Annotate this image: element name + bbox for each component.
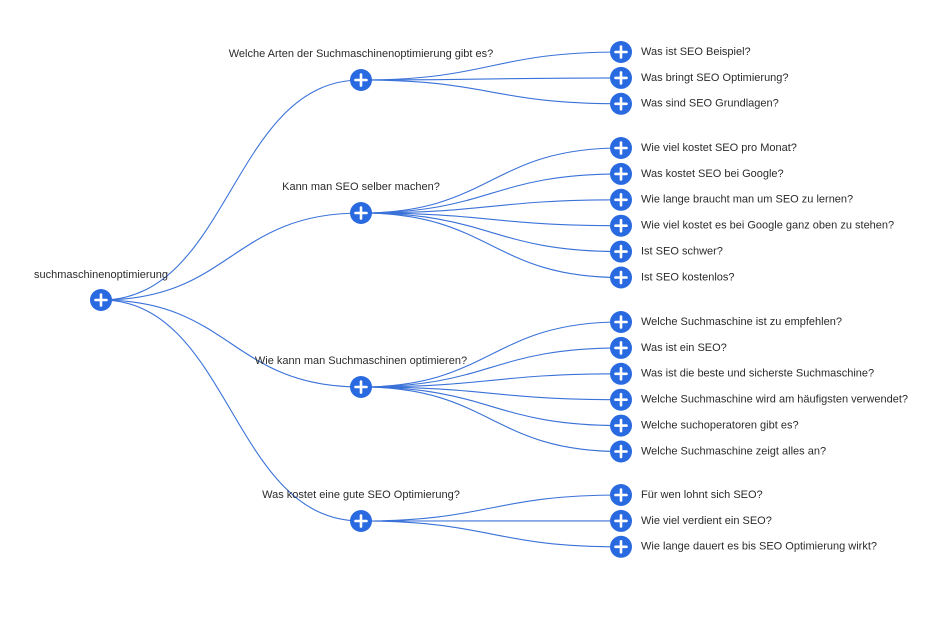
- link-q3-to-leaf-6: [360, 386, 622, 453]
- leaf-node-wie-viel-kostet-es-bei-google-ganz-oben-zu-stehe-expand-button[interactable]: [610, 214, 632, 237]
- plus-icon: [614, 392, 628, 407]
- leaf-node-welche-suchoperatoren-gibt-es-expand-button[interactable]: [610, 414, 632, 437]
- link-q4-to-leaf-1: [360, 494, 622, 522]
- leaf-label-welche-suchoperatoren-gibt-es: Welche suchoperatoren gibt es?: [641, 420, 799, 432]
- leaf-label-welche-suchmaschine-wird-am-haeufigsten-verwende: Welche Suchmaschine wird am häufigsten v…: [641, 394, 908, 406]
- leaf-node-was-sind-seo-grundlagen-expand-button[interactable]: [610, 92, 632, 115]
- leaf-node-ist-seo-schwer-expand-button[interactable]: [610, 240, 632, 263]
- leaf-label-wie-lange-braucht-man-um-seo-zu-lernen: Wie lange braucht man um SEO zu lernen?: [641, 194, 853, 206]
- plus-icon: [354, 514, 368, 528]
- link-q2-to-leaf-3: [360, 199, 622, 214]
- plus-icon: [614, 45, 628, 59]
- plus-icon: [614, 540, 628, 554]
- link-root-to-question-1: [100, 79, 362, 301]
- link-q1-to-leaf-3: [360, 79, 622, 105]
- link-q3-to-leaf-5: [360, 386, 622, 427]
- plus-icon: [354, 380, 368, 394]
- leaf-node-wie-viel-kostet-seo-pro-monat-expand-button[interactable]: [610, 137, 632, 159]
- plus-icon: [614, 97, 628, 111]
- plus-icon: [614, 514, 628, 528]
- leaf-label-welche-suchmaschine-zeigt-alles-an: Welche Suchmaschine zeigt alles an?: [641, 445, 826, 457]
- leaf-node-welche-suchmaschine-wird-am-haeufigsten-verwende-expand-button[interactable]: [610, 388, 632, 411]
- link-q3-to-leaf-4: [360, 386, 622, 401]
- leaf-node-was-ist-seo-beispiel-expand-button[interactable]: [610, 41, 632, 63]
- link-q4-to-leaf-3: [360, 520, 622, 548]
- plus-icon: [614, 71, 628, 85]
- leaf-node-was-bringt-seo-optimierung-expand-button[interactable]: [610, 66, 632, 89]
- leaf-label-welche-suchmaschine-ist-zu-empfehlen: Welche Suchmaschine ist zu empfehlen?: [641, 316, 842, 328]
- leaf-label-wie-viel-verdient-ein-seo: Wie viel verdient ein SEO?: [641, 515, 772, 527]
- leaf-label-ist-seo-kostenlos: Ist SEO kostenlos?: [641, 271, 735, 283]
- question-node-2-expand-button[interactable]: [350, 202, 372, 224]
- link-q2-to-leaf-6: [360, 212, 622, 279]
- plus-icon: [614, 488, 628, 502]
- leaf-node-was-ist-ein-seo-expand-button[interactable]: [610, 336, 632, 359]
- leaf-node-wie-viel-verdient-ein-seo-expand-button[interactable]: [610, 509, 632, 532]
- leaf-label-wie-viel-kostet-seo-pro-monat: Wie viel kostet SEO pro Monat?: [641, 142, 797, 154]
- plus-icon: [614, 270, 628, 285]
- plus-icon: [614, 418, 628, 433]
- plus-icon: [614, 315, 628, 329]
- link-root-to-question-2: [100, 212, 362, 301]
- link-q1-to-leaf-1: [360, 51, 622, 81]
- question-node-1-expand-button[interactable]: [350, 69, 372, 91]
- link-q1-to-leaf-2: [360, 77, 622, 81]
- tree-nodes: suchmaschinenoptimierung Welche Arten der…: [34, 41, 908, 558]
- leaf-label-was-ist-die-beste-und-sicherste-suchmaschine: Was ist die beste und sicherste Suchmasc…: [641, 368, 874, 380]
- question-node-3-label: Wie kann man Suchmaschinen optimieren?: [255, 355, 467, 367]
- root-node-label: suchmaschinenoptimierung: [34, 269, 168, 281]
- leaf-node-was-ist-die-beste-und-sicherste-suchmaschine-expand-button[interactable]: [610, 362, 632, 385]
- link-q2-to-leaf-4: [360, 212, 622, 227]
- leaf-node-ist-seo-kostenlos-expand-button[interactable]: [610, 266, 632, 289]
- plus-icon: [94, 293, 108, 307]
- leaf-node-wie-lange-dauert-es-bis-seo-optimierung-wirkt-expand-button[interactable]: [610, 535, 632, 558]
- plus-icon: [614, 444, 628, 459]
- link-q2-to-leaf-1: [360, 147, 622, 214]
- plus-icon: [614, 367, 628, 381]
- plus-icon: [354, 73, 368, 87]
- plus-icon: [614, 141, 628, 155]
- question-node-1-label: Welche Arten der Suchmaschinenoptimierun…: [229, 48, 494, 60]
- plus-icon: [614, 167, 628, 181]
- plus-icon: [614, 244, 628, 259]
- leaf-label-was-sind-seo-grundlagen: Was sind SEO Grundlagen?: [641, 98, 779, 110]
- leaf-label-was-bringt-seo-optimierung: Was bringt SEO Optimierung?: [641, 72, 789, 84]
- leaf-label-ist-seo-schwer: Ist SEO schwer?: [641, 246, 723, 258]
- plus-icon: [614, 218, 628, 233]
- question-node-4-expand-button[interactable]: [350, 510, 372, 532]
- question-node-4-label: Was kostet eine gute SEO Optimierung?: [262, 489, 460, 501]
- link-root-to-question-3: [100, 299, 362, 388]
- leaf-node-was-kostet-seo-bei-google-expand-button[interactable]: [610, 162, 632, 185]
- plus-icon: [614, 341, 628, 355]
- plus-icon: [614, 193, 628, 207]
- leaf-label-was-ist-ein-seo: Was ist ein SEO?: [641, 342, 727, 354]
- question-node-2-label: Kann man SEO selber machen?: [282, 181, 440, 193]
- tree-links: [100, 51, 622, 548]
- root-node-expand-button[interactable]: [90, 289, 112, 311]
- leaf-label-wie-lange-dauert-es-bis-seo-optimierung-wirkt: Wie lange dauert es bis SEO Optimierung …: [641, 541, 877, 553]
- leaf-label-wie-viel-kostet-es-bei-google-ganz-oben-zu-stehe: Wie viel kostet es bei Google ganz oben …: [641, 220, 894, 232]
- leaf-node-wie-lange-braucht-man-um-seo-zu-lernen-expand-button[interactable]: [610, 188, 632, 211]
- leaf-node-welche-suchmaschine-ist-zu-empfehlen-expand-button[interactable]: [610, 311, 632, 333]
- link-q3-to-leaf-2: [360, 347, 622, 388]
- link-q3-to-leaf-1: [360, 321, 622, 388]
- leaf-node-fuer-wen-lohnt-sich-seo-expand-button[interactable]: [610, 484, 632, 506]
- leaf-node-welche-suchmaschine-zeigt-alles-an-expand-button[interactable]: [610, 440, 632, 463]
- question-node-3-expand-button[interactable]: [350, 376, 372, 398]
- link-q3-to-leaf-3: [360, 373, 622, 388]
- plus-icon: [354, 206, 368, 220]
- leaf-label-was-kostet-seo-bei-google: Was kostet SEO bei Google?: [641, 168, 784, 180]
- link-q2-to-leaf-2: [360, 173, 622, 214]
- leaf-label-fuer-wen-lohnt-sich-seo: Für wen lohnt sich SEO?: [641, 489, 763, 501]
- link-root-to-question-4: [100, 299, 362, 522]
- leaf-label-was-ist-seo-beispiel: Was ist SEO Beispiel?: [641, 46, 751, 58]
- link-q2-to-leaf-5: [360, 212, 622, 253]
